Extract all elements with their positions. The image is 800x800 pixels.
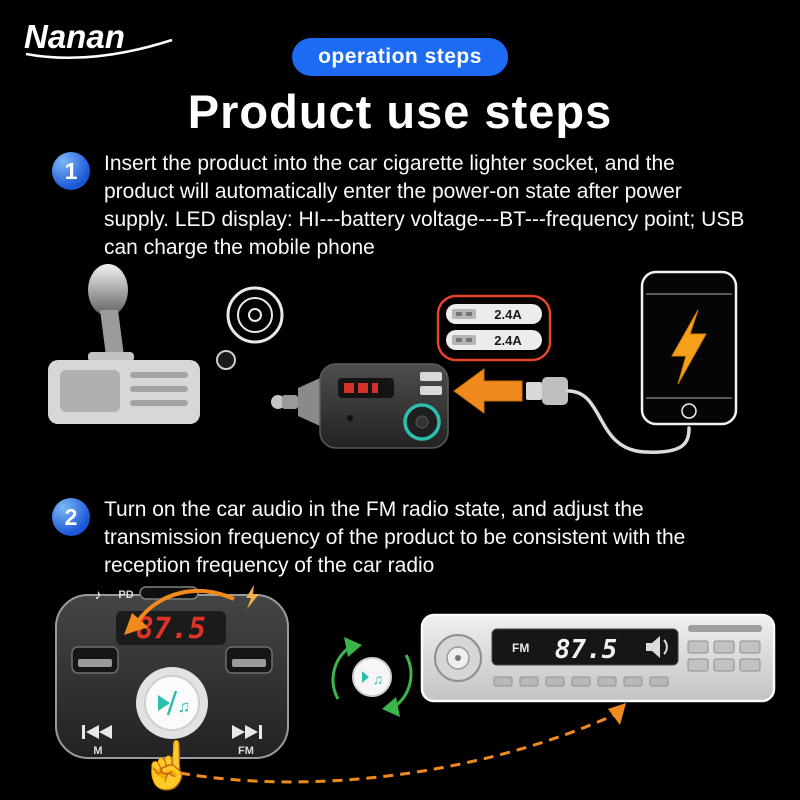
front-display: [116, 611, 226, 645]
step-1: 1 Insert the product into the car cigare…: [52, 150, 758, 263]
frequency-adjust-knob-indicator: ♫: [331, 637, 413, 717]
radio-buttons-row: [493, 676, 669, 687]
prev-track-icon: [82, 725, 112, 739]
step-1-number: 1: [52, 152, 90, 190]
brand-logo: Nanan: [16, 10, 186, 70]
gear-shifter-illustration: [48, 264, 200, 424]
step-2: 2 Turn on the car audio in the FM radio …: [52, 496, 758, 580]
page-title: Product use steps: [187, 85, 613, 138]
illustration-step-1: 2.4A 2.4A: [20, 260, 780, 488]
brand-logo-text: Nanan: [24, 18, 125, 55]
play-icon: [158, 695, 170, 711]
home-button-icon: [681, 403, 697, 419]
logo-swoosh-icon: [25, 38, 173, 60]
display-swoosh-arrow-icon: [136, 588, 235, 623]
tune-link-arrow-icon: [179, 713, 615, 784]
radio-band-label: FM: [512, 641, 529, 655]
illustration-step-2: ♪ PD 87.5 ♫ M FM ☝: [20, 585, 780, 795]
usb-output-callout: 2.4A 2.4A: [436, 294, 552, 362]
usb-cable-illustration: [526, 377, 691, 454]
radio-display: [491, 628, 679, 666]
tune-link-arrowhead-icon: [608, 703, 626, 725]
usb-port-a-icon: [420, 372, 442, 381]
pd-port-label: PD: [118, 589, 133, 601]
pd-port-icon: [139, 586, 199, 600]
speaker-icon: [646, 636, 668, 658]
music-note-icon: ♪: [95, 586, 102, 602]
step-1-text: Insert the product into the car cigarett…: [104, 152, 745, 260]
beamed-notes-icon: ♫: [373, 671, 384, 687]
aux-port-icon: [216, 350, 236, 370]
rotate-arrow-down-icon: [382, 697, 400, 717]
charge-direction-arrow-icon: [453, 368, 523, 414]
rotate-arrow-up-icon: [344, 637, 362, 657]
operation-steps-badge: operation steps: [292, 38, 508, 76]
transmitter-front-illustration: ♪ PD 87.5 ♫ M FM ☝: [55, 585, 289, 793]
hand-pointer-icon: ☝: [139, 737, 196, 793]
lightning-icon: [246, 585, 259, 609]
step-2-text: Turn on the car audio in the FM radio st…: [104, 498, 686, 578]
usb-plug-icon: [452, 335, 476, 345]
step-2-number: 2: [52, 498, 90, 536]
next-track-icon: [232, 725, 262, 739]
cigarette-socket-icon: [226, 286, 284, 344]
usb-port-b-icon: [420, 386, 442, 395]
usb-output-label: 2.4A: [494, 333, 522, 348]
transmitter-device-illustration: [271, 363, 449, 449]
memory-button-label: M: [93, 745, 102, 757]
car-radio-illustration: FM 87.5: [420, 613, 776, 703]
phone-illustration: [640, 270, 738, 426]
radio-display-frequency: 87.5: [555, 635, 618, 665]
charging-lightning-icon: [671, 309, 707, 385]
usb-output-label: 2.4A: [494, 307, 522, 322]
display-swoosh-arrowhead-icon: [124, 613, 148, 635]
cd-slot-icon: [688, 625, 762, 632]
front-display-frequency: 87.5: [136, 611, 206, 645]
mic-hole-icon: [347, 415, 353, 421]
fm-button-label: FM: [238, 745, 254, 757]
beamed-notes-icon: ♫: [178, 697, 191, 716]
usb-plug-icon: [452, 309, 476, 319]
